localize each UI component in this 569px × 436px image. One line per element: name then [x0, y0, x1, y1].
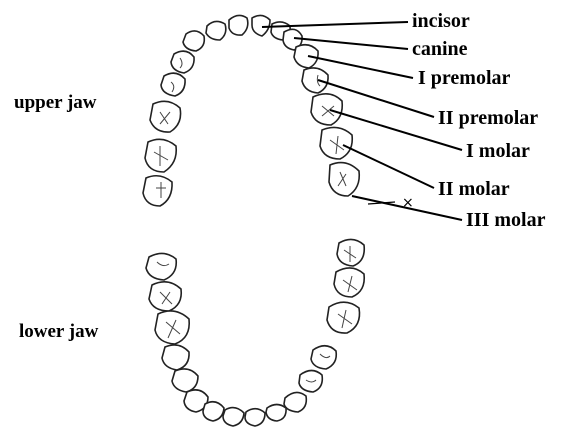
label-incisor: incisor	[412, 10, 470, 32]
label-molar-1: I molar	[466, 140, 530, 162]
lower-incisor-left-lateral	[203, 402, 224, 421]
upper-canine-left	[183, 31, 204, 51]
upper-incisor-left-central	[229, 15, 248, 35]
label-premolar-1: I premolar	[418, 67, 511, 89]
label-canine: canine	[412, 38, 468, 60]
lower-molar-2-left	[149, 282, 181, 311]
lower-premolar-1-right	[299, 371, 322, 393]
upper-premolar-1-left	[171, 51, 194, 73]
label-molar-2: II molar	[438, 178, 510, 200]
label-lower-jaw: lower jaw	[19, 321, 99, 342]
upper-jaw-arch	[143, 15, 359, 206]
upper-molar-2-right	[320, 127, 352, 159]
upper-premolar-2-right	[302, 68, 328, 93]
upper-molar-1-left	[150, 101, 181, 132]
lower-molar-3-left	[146, 253, 176, 280]
lower-incisor-right-central	[245, 409, 265, 426]
lower-canine-right	[284, 392, 306, 412]
lower-molar-3-right	[337, 239, 364, 266]
upper-molar-3-right	[329, 163, 359, 196]
upper-molar-3-left	[143, 176, 172, 206]
lower-incisor-left-central	[223, 408, 244, 426]
upper-incisor-left-lateral	[206, 21, 226, 40]
lower-jaw-arch	[146, 239, 364, 426]
label-molar-3: III molar	[466, 209, 546, 231]
label-premolar-2: II premolar	[438, 107, 538, 129]
lower-incisor-right-lateral	[266, 405, 286, 422]
label-upper-jaw: upper jaw	[14, 92, 97, 113]
upper-incisor-right-central	[252, 15, 270, 36]
lower-molar-2-right	[334, 268, 364, 297]
lower-premolar-2-left	[162, 345, 189, 370]
lower-premolar-1-left	[172, 369, 198, 392]
missing-tooth-mark: ×	[402, 195, 414, 211]
